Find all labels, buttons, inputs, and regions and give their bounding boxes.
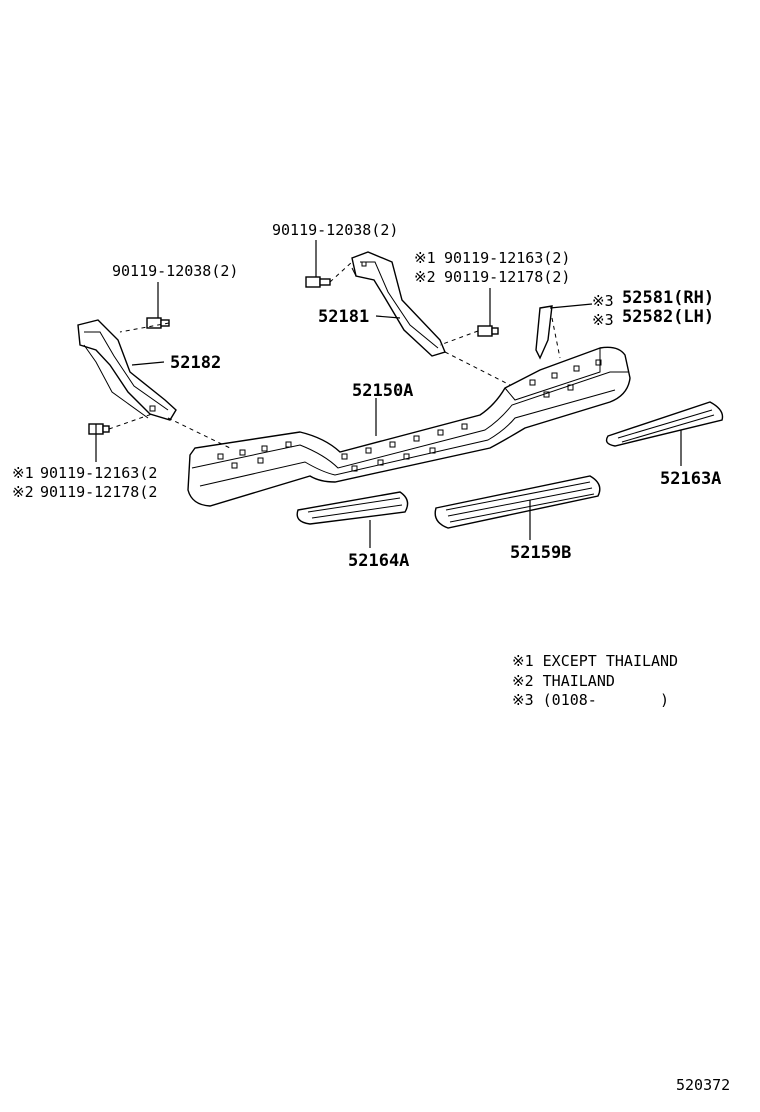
bolt-right-lower <box>477 325 499 337</box>
label-bolt-right-2: 90119-12178(2) <box>444 268 570 286</box>
mark-3-lh: ※3 <box>592 311 614 329</box>
label-bracket-52181: 52181 <box>318 307 369 327</box>
illustration-code: 520372 <box>676 1076 730 1094</box>
bolt-top-right <box>305 276 331 288</box>
mark-1-right: ※1 <box>414 249 436 267</box>
mark-1-left: ※1 <box>12 464 34 482</box>
bumper-pad <box>535 305 553 360</box>
label-pad-lh: 52582(LH) <box>622 307 714 327</box>
label-bracket-52182: 52182 <box>170 353 221 373</box>
legend-line-2: ※2 THAILAND <box>512 672 615 690</box>
label-step-52163A: 52163A <box>660 469 721 489</box>
label-bolt-left-1: 90119-12163(2 <box>40 464 157 482</box>
label-step-52159B: 52159B <box>510 543 571 563</box>
step-pad-52164A <box>296 491 409 525</box>
label-pad-rh: 52581(RH) <box>622 288 714 308</box>
label-bolt-left-2: 90119-12178(2 <box>40 483 157 501</box>
label-bolt-right-1: 90119-12163(2) <box>444 249 570 267</box>
label-bolt-left-top: 90119-12038(2) <box>112 262 238 280</box>
label-bumper: 52150A <box>352 381 413 401</box>
rear-bumper <box>187 346 631 507</box>
bracket-52181 <box>351 251 446 357</box>
bumper-holes <box>217 359 602 472</box>
step-pad-52163A <box>605 401 724 447</box>
legend-line-3: ※3 (0108- ) <box>512 691 669 709</box>
legend: ※1 EXCEPT THAILAND ※2 THAILAND ※3 (0108-… <box>512 652 678 709</box>
leader-lines <box>95 240 682 548</box>
mark-2-right: ※2 <box>414 268 436 286</box>
mark-3-rh: ※3 <box>592 292 614 310</box>
bolt-left-lower <box>88 423 110 435</box>
label-bolt-top: 90119-12038(2) <box>272 221 398 239</box>
legend-line-1: ※1 EXCEPT THAILAND <box>512 652 678 670</box>
mark-2-left: ※2 <box>12 483 34 501</box>
label-step-52164A: 52164A <box>348 551 409 571</box>
bracket-52182 <box>77 319 177 421</box>
step-pad-52159B <box>434 475 601 529</box>
